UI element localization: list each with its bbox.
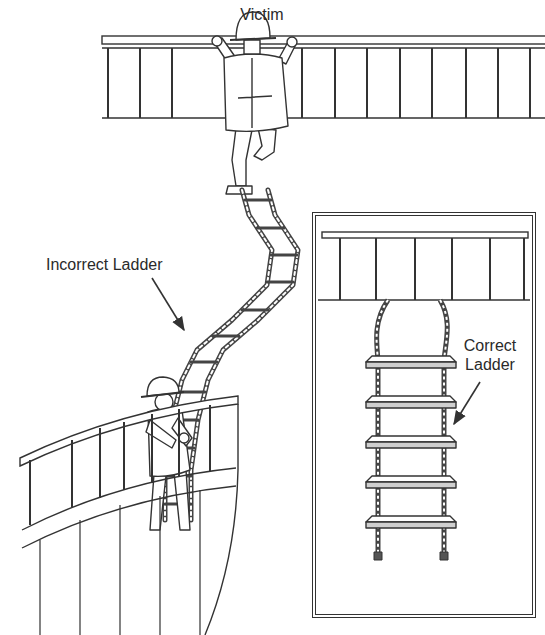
helper-right-leg [174, 470, 190, 530]
correct-ladder [366, 300, 456, 560]
rung-tops [366, 356, 456, 522]
tank-body-ribs [40, 490, 200, 635]
rail-posts [108, 48, 530, 118]
victim-left-hand [212, 36, 222, 46]
tank-top-rail [20, 396, 238, 466]
victim-clothing-lines [238, 58, 272, 128]
victim-torso [224, 54, 288, 131]
rail-lines [102, 48, 545, 118]
rope-right-twist [191, 190, 298, 520]
inset-frame: Correct Ladder [312, 212, 536, 618]
ladder-label: Incorrect Ladder [46, 255, 186, 274]
inset-rail-posts [340, 238, 524, 300]
victim-hat-brim [230, 38, 276, 40]
helper-other-arm [146, 420, 176, 448]
inset-deck-edge [318, 299, 530, 301]
helper-figure [141, 377, 192, 530]
rope-right [191, 190, 298, 520]
inset-railing [318, 232, 530, 300]
victim-bent-leg [254, 128, 276, 160]
tank-body-line [22, 486, 236, 548]
victim-figure [212, 12, 297, 194]
rope-knots [374, 552, 448, 560]
victim-neck [244, 40, 260, 54]
helper-hand [179, 433, 189, 443]
victim-label: Victim [212, 5, 312, 24]
ladder-label: Correct Ladder [452, 336, 528, 374]
victim-right-hand [287, 37, 297, 47]
tank-side [205, 404, 238, 635]
victim-boot [226, 186, 252, 194]
correct-leader [454, 382, 480, 424]
incorrect-leader [152, 278, 184, 330]
helper-hat-brim [141, 392, 184, 397]
victim-lower-leg [232, 128, 252, 186]
tank-wall [20, 396, 238, 635]
upper-railing [102, 36, 545, 118]
rung-fronts [366, 362, 456, 528]
tank-rail-base [22, 468, 236, 530]
top-rail [102, 36, 545, 44]
inset-top-rail [322, 232, 528, 238]
